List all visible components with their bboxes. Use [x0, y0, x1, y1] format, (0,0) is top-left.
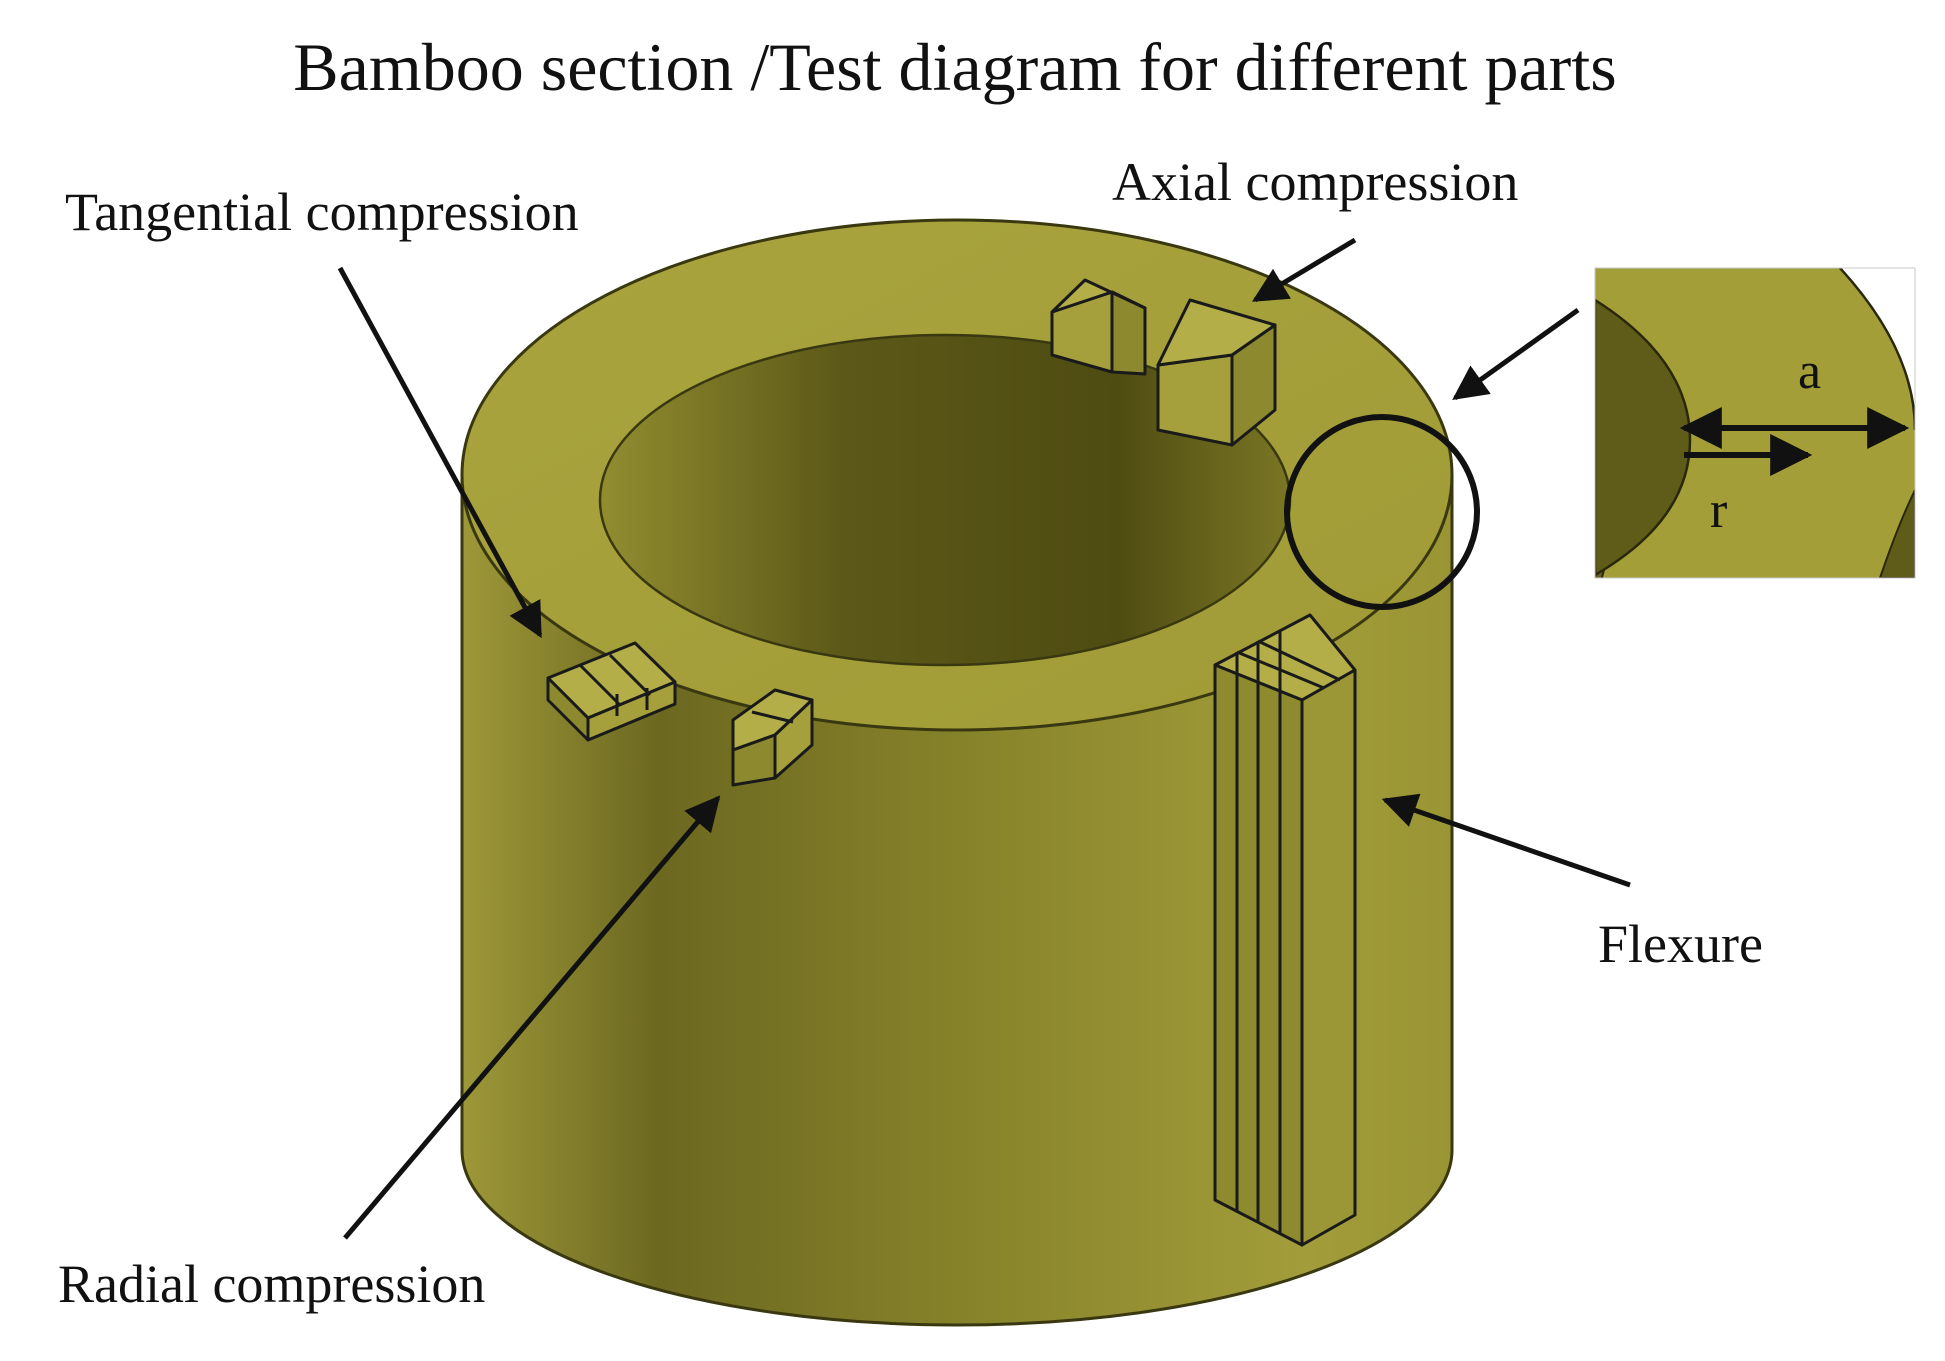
arrow-axial — [1251, 237, 1357, 303]
inset-label-a: a — [1798, 343, 1821, 400]
label-tangential-compression: Tangential compression — [65, 182, 579, 242]
arrow-tangential — [337, 266, 543, 639]
inset-label-r: r — [1710, 482, 1727, 539]
arrow-radial — [343, 795, 721, 1240]
axial-specimen-2 — [1156, 298, 1277, 447]
flexure-specimen — [1213, 613, 1357, 1247]
magnifier-circle — [1284, 414, 1480, 610]
label-flexure: Flexure — [1598, 914, 1763, 974]
arrow-inset — [1452, 307, 1580, 401]
tangential-specimen — [546, 641, 677, 742]
diagram-title: Bamboo section /Test diagram for differe… — [293, 29, 1616, 105]
axial-specimen-1 — [1050, 278, 1147, 376]
label-radial-compression: Radial compression — [58, 1254, 485, 1314]
label-axial-compression: Axial compression — [1112, 152, 1518, 212]
arrow-flexure — [1381, 793, 1631, 888]
inset-detail — [1594, 267, 1916, 579]
radial-specimen — [731, 688, 814, 787]
